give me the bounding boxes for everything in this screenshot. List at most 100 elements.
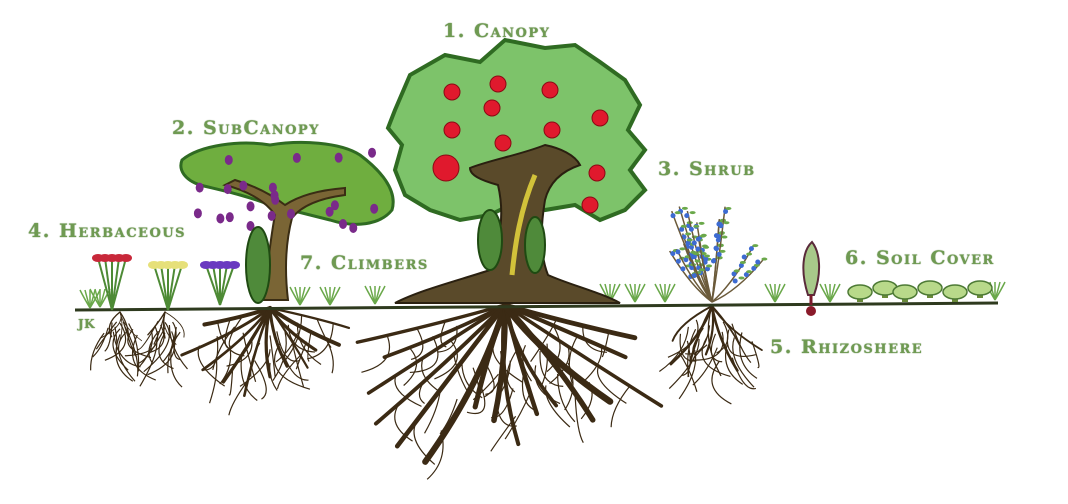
- shrub-berry: [710, 258, 716, 264]
- grass-tufts: [79, 281, 1006, 309]
- shrub-leaf: [746, 270, 753, 274]
- shrub-berry: [689, 265, 695, 271]
- canopy-label: 1. Canopy: [443, 20, 551, 42]
- shrub-berry: [751, 265, 757, 271]
- canopy-tree: [385, 37, 648, 304]
- shrub-berry: [716, 251, 722, 257]
- root-branch: [240, 352, 258, 401]
- root-branch: [132, 334, 156, 381]
- plum: [368, 147, 377, 158]
- shrub-leaf: [719, 249, 726, 253]
- apple: [494, 134, 512, 152]
- root-branch: [180, 306, 272, 357]
- beet: [802, 240, 820, 316]
- herb-stem: [212, 264, 221, 306]
- root-branch: [148, 330, 159, 364]
- root-branch: [112, 328, 129, 371]
- shrub-leaf: [721, 235, 728, 239]
- root-branch: [724, 344, 744, 385]
- apples: [432, 75, 609, 214]
- shrub-berry: [755, 259, 761, 265]
- root-branch: [394, 375, 422, 407]
- root-branch: [710, 304, 739, 372]
- mushroom-cap: [942, 284, 968, 300]
- root-branch: [568, 335, 578, 384]
- root-branch: [170, 337, 183, 388]
- root-branch: [104, 322, 127, 361]
- root-branch: [268, 306, 289, 368]
- root-branch: [659, 326, 689, 373]
- herb-stem: [205, 264, 221, 306]
- root-branch: [307, 323, 334, 360]
- shrub-berry: [675, 249, 681, 255]
- shrub-leaf: [689, 211, 696, 215]
- grass-blade: [299, 286, 311, 306]
- root-branch: [268, 306, 351, 330]
- apple: [581, 196, 599, 214]
- plum: [292, 152, 301, 163]
- shrub-berry: [695, 236, 701, 242]
- shrub-leaf: [686, 238, 693, 242]
- shrub-leaf: [685, 232, 692, 236]
- root-branch: [124, 326, 139, 377]
- shrub-leaf: [674, 211, 681, 215]
- root-branch: [127, 328, 152, 359]
- root-branch: [693, 331, 724, 361]
- shrub-stem: [675, 248, 713, 303]
- root-branch: [283, 354, 309, 381]
- root-branch: [731, 323, 752, 364]
- shrub-leaf: [704, 254, 711, 258]
- plums: [193, 147, 379, 233]
- apple: [432, 154, 460, 182]
- grass-blade: [994, 281, 1006, 301]
- root-branch: [373, 303, 507, 426]
- root-branch: [426, 430, 444, 480]
- root-branch: [410, 327, 424, 361]
- shrub-berry: [670, 213, 676, 219]
- root-branch: [539, 343, 549, 388]
- root-branch: [521, 370, 538, 412]
- root-branch: [269, 335, 276, 378]
- shrub-berry: [716, 233, 722, 239]
- root-branch: [485, 365, 495, 395]
- shrub-leaf: [698, 268, 705, 272]
- plum: [223, 184, 232, 195]
- root-branch: [492, 345, 523, 383]
- root-branch: [501, 302, 521, 447]
- herbaceous-label: 4. Herbaceous: [28, 220, 186, 242]
- root-branch: [549, 345, 570, 385]
- shrub-berry: [684, 213, 690, 219]
- mushroom-cap: [967, 280, 993, 296]
- root-branch: [355, 303, 507, 344]
- shrub-berry: [718, 223, 724, 229]
- root-branch: [574, 396, 584, 443]
- root-branch: [221, 306, 272, 384]
- root-branch: [731, 357, 757, 390]
- root-branch: [139, 330, 153, 367]
- root-branch: [440, 319, 447, 348]
- subcanopy-label: 2. SubCanopy: [172, 117, 320, 139]
- root-branch: [739, 332, 758, 379]
- plum: [349, 222, 358, 233]
- grass-blade: [664, 283, 676, 303]
- root-branch: [490, 415, 517, 452]
- shrub-berry: [683, 257, 689, 263]
- root-branch: [504, 391, 532, 440]
- shrub-leaf: [733, 269, 740, 273]
- shrub-berry: [703, 256, 709, 262]
- root-branch: [491, 388, 514, 419]
- shrub-berry: [715, 237, 721, 243]
- grass-blade: [374, 285, 386, 305]
- climber-vine-left: [245, 226, 271, 304]
- root-branch: [239, 349, 271, 387]
- root-branch: [732, 337, 755, 388]
- root-branch: [687, 344, 708, 378]
- root-branch: [582, 324, 607, 353]
- plum: [216, 213, 225, 224]
- root-branch: [296, 322, 322, 366]
- root-branch: [272, 331, 287, 381]
- root-branch: [707, 305, 722, 377]
- plum: [268, 182, 277, 193]
- grass-blade: [634, 283, 646, 303]
- root-branch: [409, 336, 439, 374]
